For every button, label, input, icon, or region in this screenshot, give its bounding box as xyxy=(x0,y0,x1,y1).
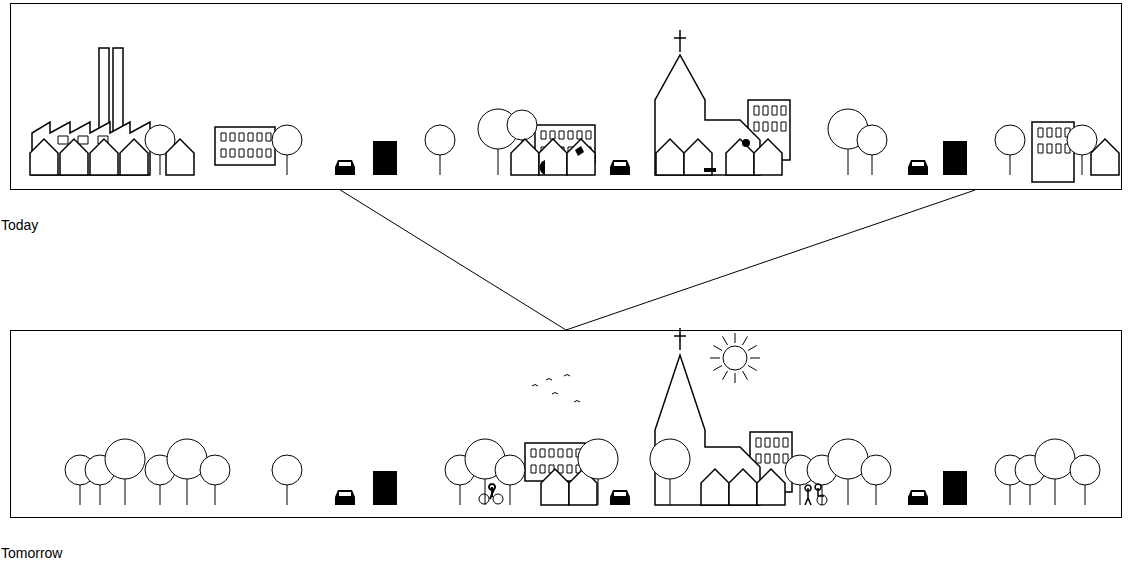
factory xyxy=(30,48,150,175)
birds xyxy=(532,375,580,403)
tree xyxy=(272,125,302,175)
truck xyxy=(943,141,967,175)
green-housing xyxy=(445,439,618,505)
car xyxy=(335,160,355,175)
tree xyxy=(857,125,887,175)
zoom-line xyxy=(340,190,566,330)
tree-cluster xyxy=(995,439,1100,505)
panel-heading: Tomorrow xyxy=(1,545,62,561)
office-building xyxy=(215,127,275,165)
zoom-line xyxy=(566,190,975,330)
housing-block xyxy=(478,109,595,175)
truck xyxy=(373,141,397,175)
tree xyxy=(828,109,868,175)
tree xyxy=(1067,125,1097,175)
sun xyxy=(710,333,760,383)
panel-heading: Today xyxy=(1,217,38,233)
tree xyxy=(425,125,455,175)
tree xyxy=(272,455,302,505)
house xyxy=(1091,139,1119,175)
tree xyxy=(995,125,1025,175)
church-quarter xyxy=(655,30,790,175)
car xyxy=(610,490,630,505)
office-building xyxy=(1032,122,1074,182)
tree xyxy=(145,125,175,175)
truck xyxy=(943,471,967,505)
truck xyxy=(373,471,397,505)
car xyxy=(610,160,630,175)
car xyxy=(908,160,928,175)
tree-cluster xyxy=(65,439,230,505)
car xyxy=(908,490,928,505)
scene-panel: Tomorrow xyxy=(10,330,1122,518)
church-quarter xyxy=(650,328,891,505)
scene-panel: Today xyxy=(10,3,1122,190)
car xyxy=(335,490,355,505)
house xyxy=(166,139,194,175)
